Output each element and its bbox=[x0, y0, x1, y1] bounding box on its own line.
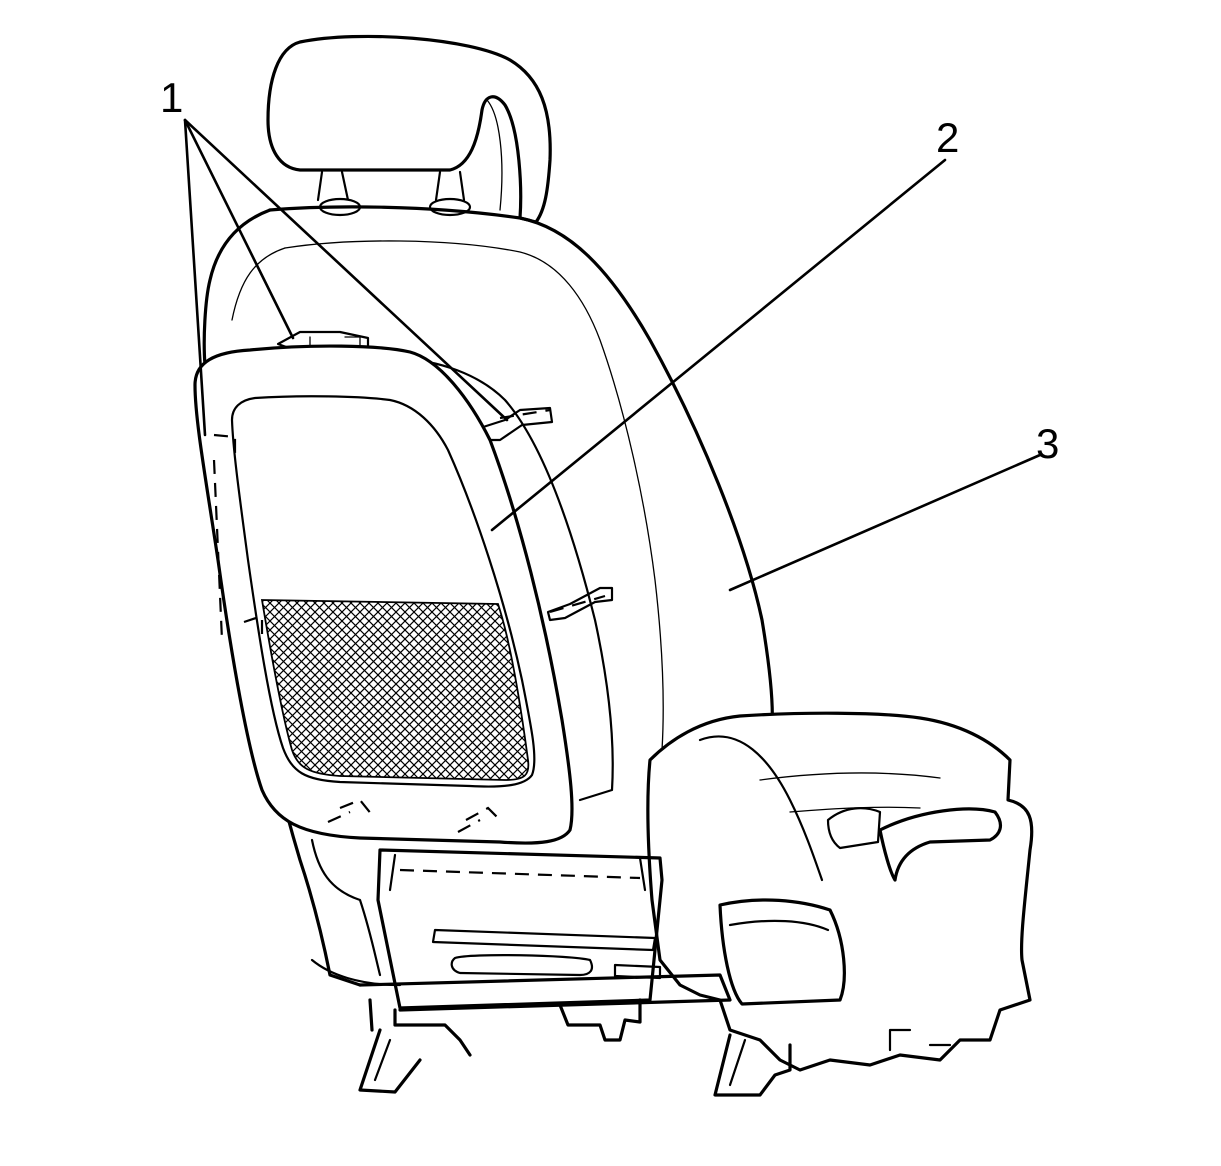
callout-3: 3 bbox=[1036, 420, 1059, 467]
leader-1-to-side-clip bbox=[183, 118, 509, 422]
seat-cushion bbox=[646, 711, 1034, 1072]
leader-2 bbox=[490, 158, 947, 532]
headrest bbox=[266, 34, 552, 224]
leader-3 bbox=[728, 453, 1042, 592]
leader-lines bbox=[183, 118, 1042, 592]
callout-1: 1 bbox=[160, 74, 183, 121]
seat-back-panel bbox=[193, 344, 614, 845]
seat-frame bbox=[358, 848, 952, 1097]
leader-1-to-upper-clip bbox=[183, 118, 295, 340]
leader-1-to-lower-clip bbox=[183, 118, 207, 437]
callout-2: 2 bbox=[936, 114, 959, 161]
